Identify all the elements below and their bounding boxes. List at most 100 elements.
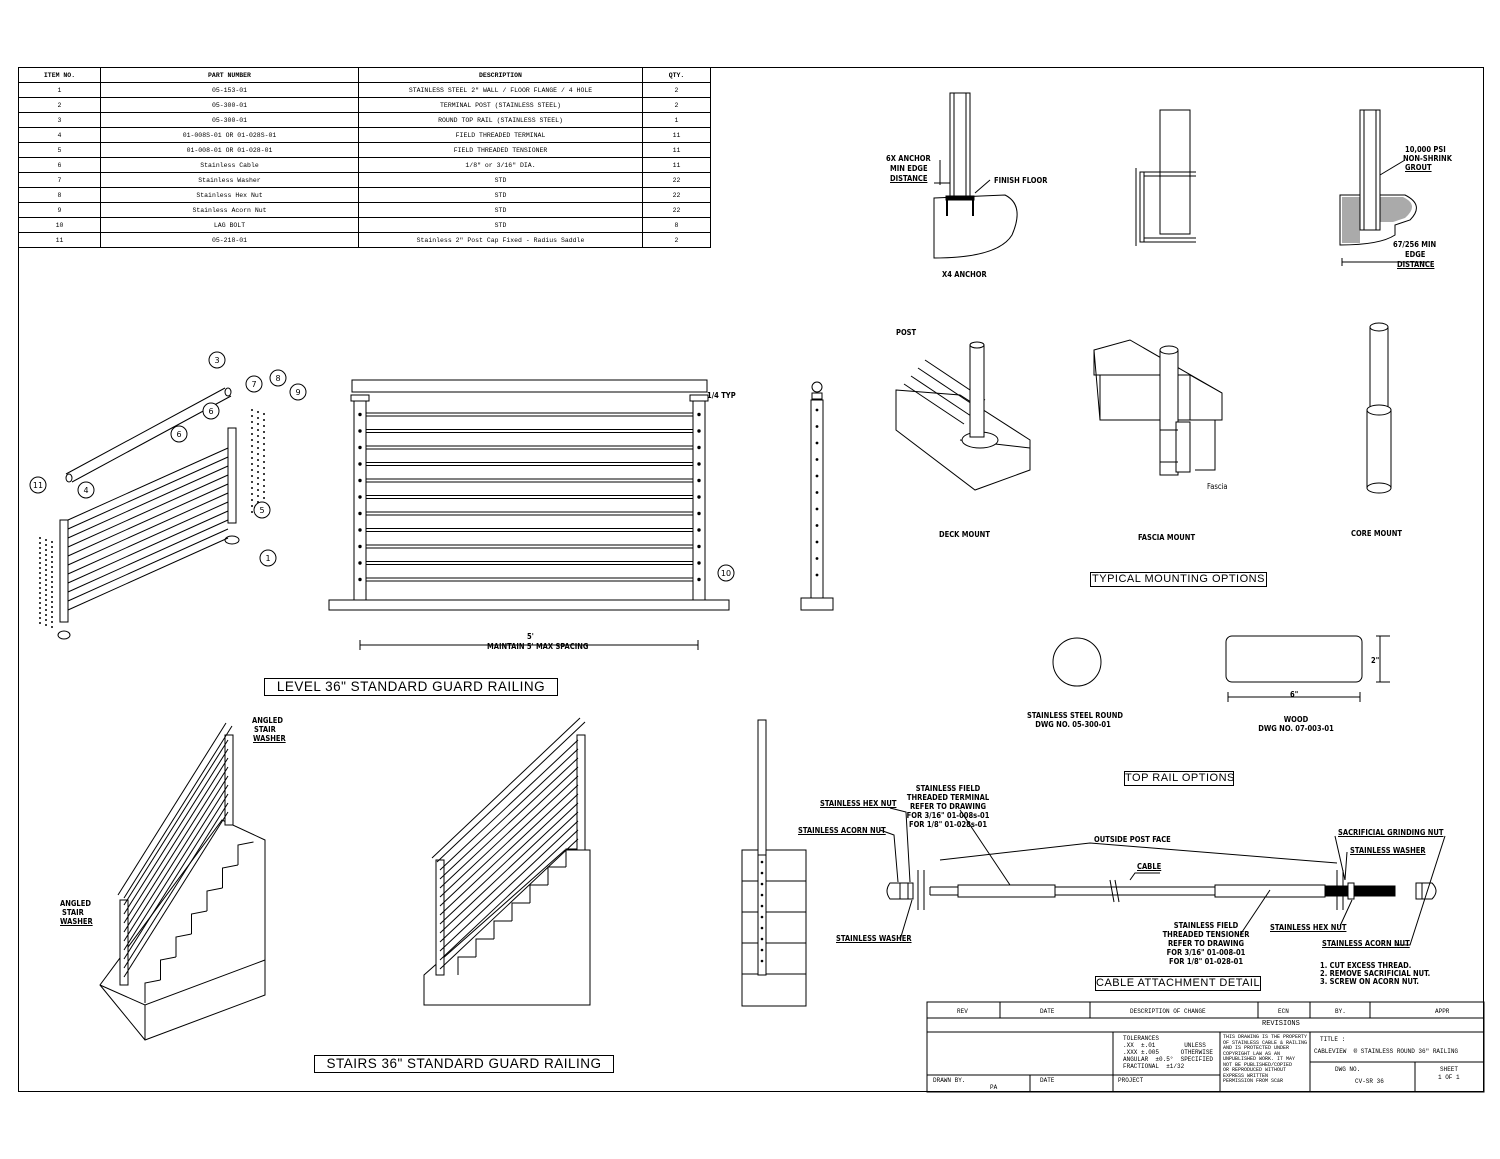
tb-by: BY. bbox=[1335, 1008, 1346, 1015]
hardware-dot bbox=[39, 602, 41, 604]
post-hole bbox=[760, 893, 764, 897]
tb-rev: REV bbox=[957, 1008, 968, 1015]
stairs-center-view bbox=[423, 717, 591, 1006]
stair-cable bbox=[123, 802, 229, 969]
callout-circle bbox=[259, 549, 277, 567]
callout-number: 4 bbox=[83, 486, 88, 495]
callout-circle bbox=[77, 481, 95, 499]
label-max-spacing: MAINTAIN 5' MAX SPACING bbox=[487, 642, 589, 651]
label-grout2: NON-SHRINK bbox=[1403, 154, 1452, 163]
stair-step bbox=[206, 887, 223, 911]
stair-cable bbox=[439, 748, 579, 880]
callout-number: 5 bbox=[259, 506, 264, 515]
level-railing-title: LEVEL 36" STANDARD GUARD RAILING bbox=[264, 678, 558, 696]
label-ss-round1: STAINLESS STEEL ROUND bbox=[1027, 711, 1123, 720]
bom-description: Stainless 2" Post Cap Fixed - Radius Sad… bbox=[358, 232, 643, 248]
hardware-dot bbox=[45, 559, 47, 561]
hardware-dot bbox=[251, 493, 253, 495]
hardware-dot bbox=[51, 581, 53, 583]
hardware-dot bbox=[51, 571, 53, 573]
exploded-cable bbox=[67, 537, 229, 611]
cable-hole bbox=[358, 462, 362, 466]
hardware-dot bbox=[257, 453, 259, 455]
hardware-dot bbox=[51, 611, 53, 613]
post-hole bbox=[815, 540, 819, 544]
hardware-dot bbox=[251, 475, 253, 477]
tb-title-label: TITLE : bbox=[1320, 1036, 1346, 1043]
label-hex-nut-l: STAINLESS HEX NUT bbox=[820, 799, 897, 808]
hardware-dot bbox=[263, 497, 265, 499]
label-washer-r: STAINLESS WASHER bbox=[1350, 846, 1426, 855]
tb-date-label: DATE bbox=[1040, 1077, 1055, 1084]
callout-circle bbox=[208, 351, 226, 369]
label-deck-mount: DECK MOUNT bbox=[939, 530, 990, 539]
cable-hole bbox=[358, 511, 362, 516]
hardware-dot bbox=[45, 624, 47, 626]
label-terminal3: REFER TO DRAWING bbox=[909, 802, 987, 811]
hardware-dot bbox=[51, 596, 53, 598]
stair-step bbox=[529, 884, 548, 903]
stair-cable bbox=[123, 784, 229, 951]
top-rail-options bbox=[1052, 635, 1390, 702]
hardware-dot bbox=[263, 413, 265, 415]
stair-cable bbox=[123, 766, 229, 933]
callout-circle bbox=[202, 402, 220, 420]
hardware-dot bbox=[51, 551, 53, 553]
deck-mount-view bbox=[895, 341, 1031, 491]
hardware-dot bbox=[39, 622, 41, 624]
label-fascia: Fascia bbox=[1207, 482, 1228, 491]
label-tensioner4: FOR 3/16" 01-008-01 bbox=[1166, 948, 1246, 957]
label-note3: 3. SCREW ON ACORN NUT. bbox=[1320, 977, 1419, 986]
label-terminal4: FOR 3/16" 01-008s-01 bbox=[906, 811, 990, 820]
label-ss-round2: DWG NO. 05-300-01 bbox=[1035, 720, 1111, 729]
callout-number: 11 bbox=[33, 481, 43, 490]
label-core-mount: CORE MOUNT bbox=[1351, 529, 1403, 538]
label-outside-post-face: OUTSIDE POST FACE bbox=[1094, 835, 1171, 844]
core-section-detail bbox=[1339, 109, 1430, 266]
bom-qty: 2 bbox=[642, 232, 711, 248]
hardware-dot bbox=[263, 485, 265, 487]
hardware-dot bbox=[263, 461, 265, 463]
callout-9: 9 bbox=[289, 383, 307, 401]
label-acorn-nut-l: STAINLESS ACORN NUT bbox=[798, 826, 886, 835]
stair-step bbox=[222, 864, 239, 888]
callout-circle bbox=[29, 476, 47, 494]
post-side-view bbox=[800, 381, 834, 611]
hardware-dot bbox=[263, 479, 265, 481]
hardware-dot bbox=[257, 483, 259, 485]
exploded-cable bbox=[67, 519, 229, 593]
label-angled-washer-top3: WASHER bbox=[253, 734, 286, 743]
label-fascia-mount: FASCIA MOUNT bbox=[1138, 533, 1196, 542]
cable-hole bbox=[697, 445, 701, 450]
hardware-dot bbox=[45, 584, 47, 586]
exploded-cable bbox=[67, 501, 229, 575]
hardware-dot bbox=[51, 561, 53, 563]
hardware-dot bbox=[45, 564, 47, 566]
label-angled-washer-top2: STAIR bbox=[254, 725, 276, 734]
stair-cable bbox=[439, 739, 579, 871]
stairs-railing-title: STAIRS 36" STANDARD GUARD RAILING bbox=[314, 1055, 614, 1073]
hardware-dot bbox=[251, 457, 253, 459]
hardware-dot bbox=[45, 569, 47, 571]
hardware-dot bbox=[45, 599, 47, 601]
callout-circle bbox=[717, 564, 735, 582]
tb-description: DESCRIPTION OF CHANGE bbox=[1130, 1008, 1206, 1015]
hardware-dot bbox=[39, 607, 41, 609]
stair-step bbox=[475, 938, 494, 957]
hardware-dot bbox=[257, 477, 259, 479]
hardware-dot bbox=[45, 549, 47, 551]
hardware-dot bbox=[39, 537, 41, 539]
post-hole bbox=[815, 557, 819, 560]
post-hole bbox=[760, 937, 764, 941]
stair-cable bbox=[439, 766, 579, 898]
hardware-dot bbox=[39, 557, 41, 559]
callout-6: 6 bbox=[170, 425, 188, 443]
label-anchor-dist: 6X ANCHOR bbox=[886, 154, 931, 163]
drawing-border bbox=[18, 67, 1484, 1092]
callout-circle bbox=[289, 383, 307, 401]
hardware-dot bbox=[251, 499, 253, 501]
hardware-dot bbox=[257, 465, 259, 467]
